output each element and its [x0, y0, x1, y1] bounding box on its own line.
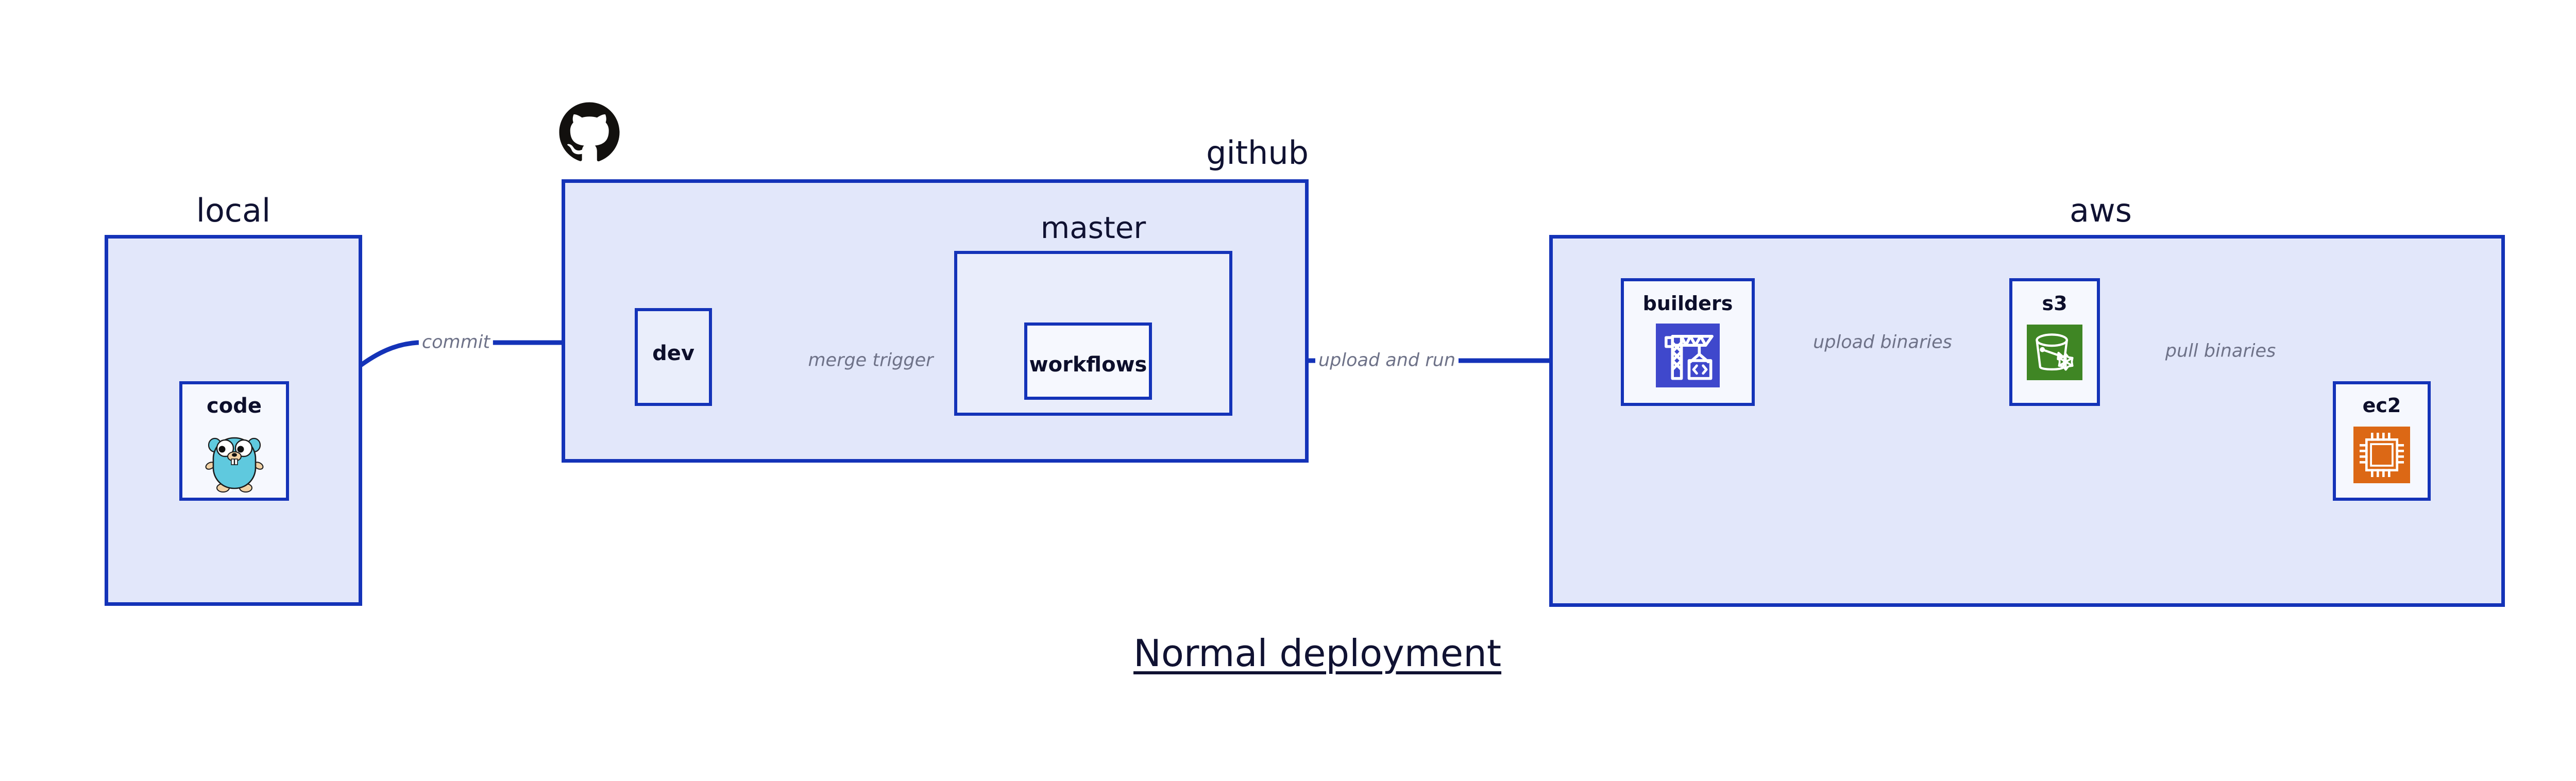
edge-label-commit: commit	[418, 333, 494, 352]
group-title-aws: aws	[2069, 192, 2132, 229]
github-octocat-logo	[558, 101, 621, 164]
edge-label-pull-binaries: pull binaries	[2165, 341, 2276, 362]
edge-label-upload-and-run: upload and run	[1315, 351, 1459, 370]
group-title-github: github	[1206, 134, 1309, 172]
node-label-s3: s3	[2042, 292, 2067, 315]
node-s3[interactable]: s3	[2009, 278, 2100, 406]
node-label-ec2: ec2	[2362, 394, 2401, 417]
node-dev[interactable]: dev	[635, 308, 712, 406]
group-title-master: master	[1040, 210, 1146, 245]
go-gopher-icon	[204, 430, 265, 494]
node-label-code: code	[207, 394, 262, 418]
edge-label-upload-binaries: upload binaries	[1810, 333, 1955, 352]
node-label-dev: dev	[652, 342, 694, 365]
node-ec2[interactable]: ec2	[2333, 381, 2431, 501]
node-label-builders: builders	[1642, 292, 1733, 315]
diagram-title: Normal deployment	[1133, 632, 1502, 675]
aws-ec2-icon	[2353, 427, 2410, 483]
group-local	[105, 235, 362, 606]
aws-codebuild-icon	[1656, 324, 1720, 387]
node-workflows[interactable]: workflows	[1024, 322, 1152, 400]
edge-label-merge-trigger: merge trigger	[805, 351, 937, 370]
aws-s3-glacier-icon	[2027, 325, 2082, 380]
node-code[interactable]: code	[179, 381, 289, 501]
node-label-workflows: workflows	[1029, 353, 1147, 377]
node-builders[interactable]: builders	[1621, 278, 1755, 406]
group-title-local: local	[196, 192, 271, 229]
